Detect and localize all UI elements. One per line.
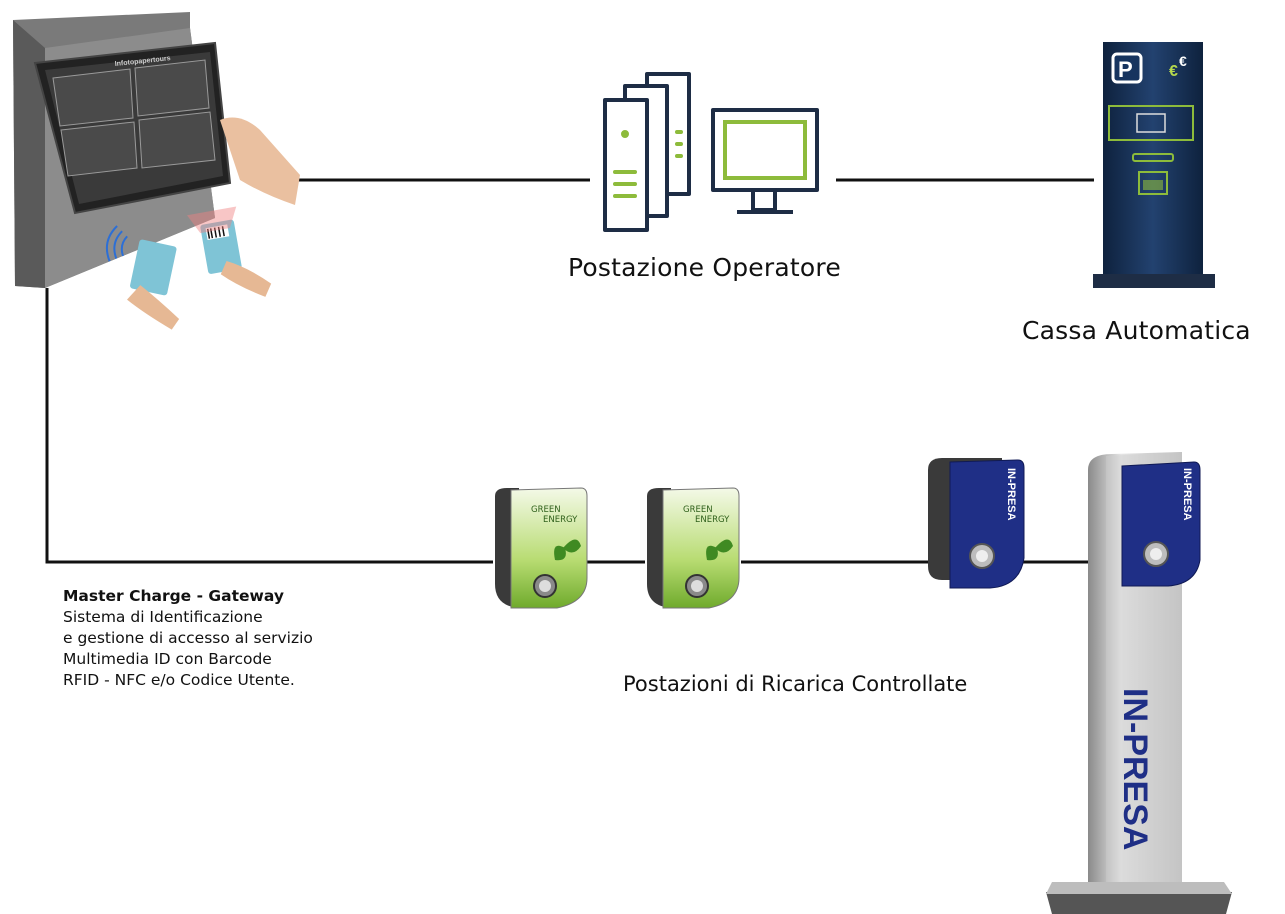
- green-energy-charger-2: GREEN ENERGY: [647, 487, 740, 609]
- euro-icon: €: [1169, 63, 1178, 80]
- inpresa-brand: IN-PRESA: [1005, 468, 1017, 521]
- operator-label: Postazione Operatore: [568, 253, 841, 282]
- green-energy-charger-1: GREEN ENERGY: [495, 487, 588, 609]
- leaf-icon: [706, 539, 733, 561]
- gateway-line-2: e gestione di accesso al servizio: [63, 629, 313, 647]
- operator-workstation-icon: [603, 72, 819, 232]
- gateway-line-1: Sistema di Identificazione: [63, 608, 263, 626]
- charger-brand-line2: ENERGY: [543, 515, 578, 525]
- svg-text:ENERGY: ENERGY: [695, 515, 730, 525]
- automatic-cashier: P € €: [1093, 42, 1215, 288]
- line-kiosk-to-chargers: [45, 288, 493, 564]
- svg-text:IN-PRESA: IN-PRESA: [1116, 688, 1154, 850]
- cashier-label: Cassa Automatica: [1022, 316, 1251, 345]
- gateway-title: Master Charge - Gateway: [63, 587, 284, 605]
- inpresa-column-charger: IN-PRESA IN-PRESA: [1046, 452, 1232, 914]
- svg-text:P: P: [1118, 57, 1133, 82]
- svg-text:€: €: [1179, 53, 1187, 69]
- charger-brand-line1: GREEN: [531, 505, 561, 515]
- inpresa-wall-charger: IN-PRESA: [928, 458, 1025, 589]
- gateway-description: Master Charge - Gateway Sistema di Ident…: [63, 586, 313, 691]
- parking-icon: [1111, 52, 1143, 84]
- master-charge-kiosk: Infotopapertours: [13, 12, 300, 330]
- gateway-line-3: Multimedia ID con Barcode: [63, 650, 272, 668]
- chargers-label: Postazioni di Ricarica Controllate: [623, 672, 968, 696]
- leaf-icon: [554, 539, 581, 561]
- gateway-line-4: RFID - NFC e/o Codice Utente.: [63, 671, 295, 689]
- svg-text:IN-PRESA: IN-PRESA: [1181, 468, 1193, 521]
- svg-text:GREEN: GREEN: [683, 505, 713, 515]
